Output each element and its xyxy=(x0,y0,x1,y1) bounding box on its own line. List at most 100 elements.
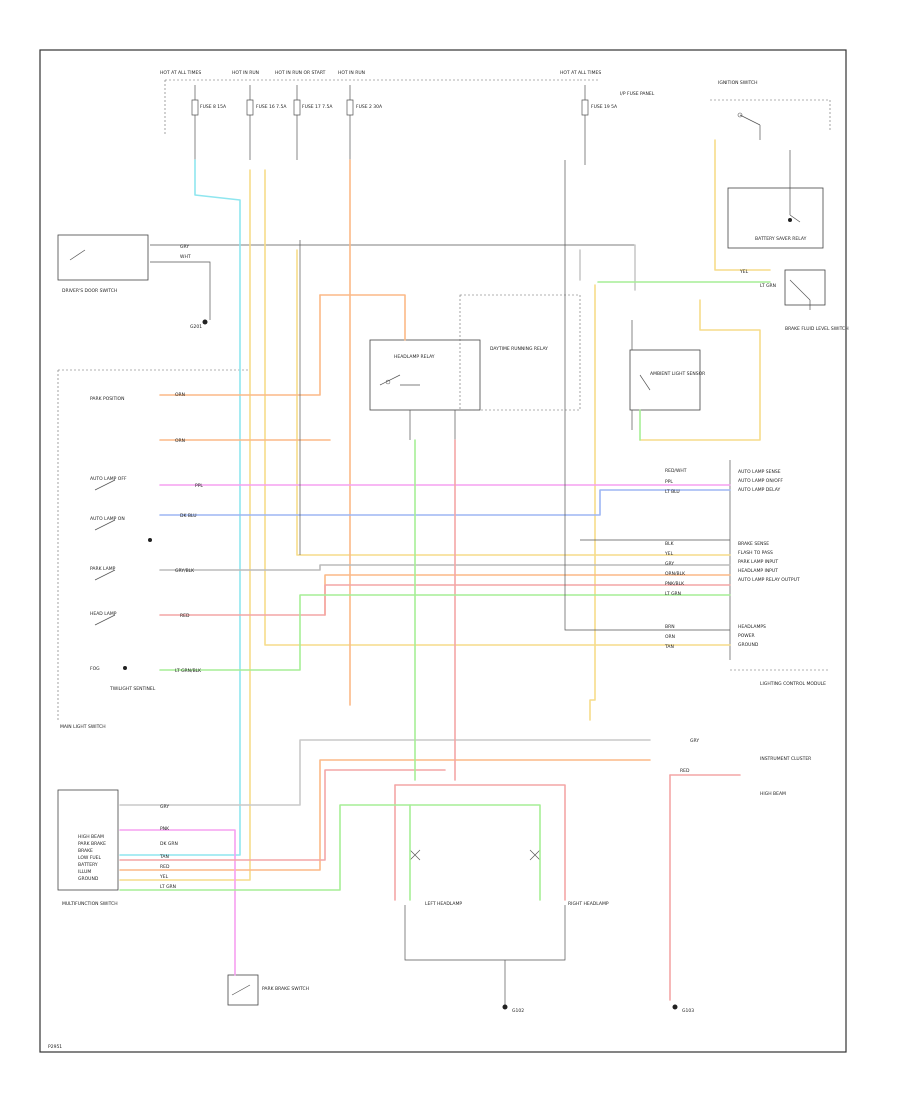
daytime-relay-label: DAYTIME RUNNING RELAY xyxy=(490,346,548,352)
svg-text:PPL: PPL xyxy=(665,479,673,485)
battery-saver-relay: BATTERY SAVER RELAY xyxy=(727,150,824,249)
multifunction-label: MULTIFUNCTION SWITCH xyxy=(62,901,118,907)
svg-text:BRN: BRN xyxy=(665,624,675,630)
wire-green-1 xyxy=(159,594,731,671)
diagram-frame xyxy=(39,49,847,1053)
hot-label-5: HOT AT ALL TIMES xyxy=(560,70,601,76)
wire-yellow-1 xyxy=(119,169,251,881)
svg-text:PARK BRAKE: PARK BRAKE xyxy=(78,841,106,847)
svg-text:PNK: PNK xyxy=(160,826,170,832)
svg-text:ORN: ORN xyxy=(175,392,185,398)
headlamp-relay-label: HEADLAMP RELAY xyxy=(394,354,435,360)
wire-light-blue xyxy=(119,159,241,856)
park-brake-label: PARK BRAKE SWITCH xyxy=(262,986,309,992)
svg-text:RED/WHT: RED/WHT xyxy=(665,468,687,474)
svg-text:YEL: YEL xyxy=(664,551,674,557)
wire-blue xyxy=(159,489,731,516)
ambient-sensor-label: AMBIENT LIGHT SENSOR xyxy=(650,371,705,377)
fuse-panel-label: I/P FUSE PANEL xyxy=(620,91,655,97)
svg-text:GRY: GRY xyxy=(160,804,169,810)
svg-text:AUTO LAMP ON/OFF: AUTO LAMP ON/OFF xyxy=(738,478,783,484)
twilight-sentinel-label: TWILIGHT SENTINEL xyxy=(109,686,156,692)
wire-orange-2 xyxy=(319,294,406,341)
wire-orange-6 xyxy=(119,759,651,871)
right-headlamp-label: RIGHT HEADLAMP xyxy=(568,901,609,907)
svg-text:DK BLU: DK BLU xyxy=(180,513,197,519)
svg-text:POWER: POWER xyxy=(738,633,755,639)
svg-text:AUTO LAMP DELAY: AUTO LAMP DELAY xyxy=(738,487,780,493)
svg-text:TAN: TAN xyxy=(159,854,169,860)
main-light-switch-label: MAIN LIGHT SWITCH xyxy=(60,724,106,730)
svg-text:YEL: YEL xyxy=(739,269,749,275)
svg-text:AUTO LAMP RELAY OUTPUT: AUTO LAMP RELAY OUTPUT xyxy=(738,577,800,583)
wire-yellow-6 xyxy=(589,284,596,721)
diagram-id: P2951 xyxy=(48,1044,62,1050)
svg-text:GRY: GRY xyxy=(690,738,699,744)
hot-label-3: HOT IN RUN OR START xyxy=(275,70,326,76)
fuse-2: FUSE 16 7.5A xyxy=(246,85,287,160)
fog-label: FOG xyxy=(90,666,100,672)
gnd-label-1: G201 xyxy=(190,324,202,330)
hot-label-1: HOT AT ALL TIMES xyxy=(160,70,201,76)
svg-text:LT GRN: LT GRN xyxy=(760,283,776,289)
svg-text:HEADLAMP INPUT: HEADLAMP INPUT xyxy=(738,568,778,574)
svg-text:GRY: GRY xyxy=(180,244,189,250)
svg-text:FUSE 17 7.5A: FUSE 17 7.5A xyxy=(302,104,333,110)
svg-text:FUSE 19 5A: FUSE 19 5A xyxy=(591,104,618,110)
wire-red-4 xyxy=(394,784,566,901)
svg-text:PPL: PPL xyxy=(195,483,203,489)
svg-text:YEL: YEL xyxy=(159,874,169,880)
svg-text:PARK LAMP INPUT: PARK LAMP INPUT xyxy=(738,559,778,565)
wire-yellow-5 xyxy=(639,299,761,441)
multifunction-switch: HIGH BEAM PARK BRAKE BRAKE LOW FUEL BATT… xyxy=(57,789,119,907)
svg-text:RED: RED xyxy=(180,613,190,619)
lighting-control-module: LIGHTING CONTROL MODULE AUTO LAMP SENSE … xyxy=(729,460,830,687)
svg-text:BATTERY: BATTERY xyxy=(78,862,98,868)
wire-orange-3 xyxy=(159,294,321,396)
svg-text:LT GRN: LT GRN xyxy=(160,884,176,890)
svg-text:GROUND: GROUND xyxy=(738,642,759,648)
hot-label-4: HOT IN RUN xyxy=(338,70,365,76)
svg-text:LT GRN/BLK: LT GRN/BLK xyxy=(175,668,202,674)
svg-text:TAN: TAN xyxy=(664,644,674,650)
wires xyxy=(119,139,771,1001)
brake-fluid-switch: BRAKE FLUID LEVEL SWITCH xyxy=(784,269,849,332)
svg-text:GRY/BLK: GRY/BLK xyxy=(175,568,195,574)
wire-green-3 xyxy=(119,804,541,901)
svg-text:ORN/BLK: ORN/BLK xyxy=(665,571,686,577)
svg-text:LT GRN: LT GRN xyxy=(665,591,681,597)
svg-text:FLASH TO PASS: FLASH TO PASS xyxy=(738,550,773,556)
svg-text:RED: RED xyxy=(680,768,690,774)
auto-lamp-on-label: AUTO LAMP ON xyxy=(90,516,125,522)
door-switch-label: DRIVER'S DOOR SWITCH xyxy=(62,288,117,294)
svg-text:FUSE 8 15A: FUSE 8 15A xyxy=(200,104,227,110)
gnd-label-3: G102 xyxy=(512,1008,524,1014)
svg-text:FUSE 2 30A: FUSE 2 30A xyxy=(356,104,383,110)
instrument-cluster-label: INSTRUMENT CLUSTER xyxy=(760,756,811,762)
svg-text:ORN: ORN xyxy=(665,634,675,640)
svg-text:AUTO LAMP SENSE: AUTO LAMP SENSE xyxy=(738,469,781,475)
fuse-4: FUSE 2 30A xyxy=(346,85,383,160)
hot-label-2: HOT IN RUN xyxy=(232,70,259,76)
ambient-light-sensor: AMBIENT LIGHT SENSOR xyxy=(629,320,705,430)
wire-yellow-3 xyxy=(296,249,731,556)
park-position-label: PARK POSITION xyxy=(90,396,124,402)
instrument-cluster-label-2: HIGH BEAM xyxy=(760,791,786,797)
svg-text:FUSE 16 7.5A: FUSE 16 7.5A xyxy=(256,104,287,110)
svg-text:GROUND: GROUND xyxy=(78,876,99,882)
wire-pink-2 xyxy=(119,829,236,976)
wire-yellow-4 xyxy=(714,139,771,271)
brake-fluid-label: BRAKE FLUID LEVEL SWITCH xyxy=(785,326,849,332)
park-lamp-label: PARK LAMP xyxy=(90,566,116,572)
svg-text:RED: RED xyxy=(160,864,170,870)
left-headlamp-label: LEFT HEADLAMP xyxy=(425,901,462,907)
instrument-cluster: INSTRUMENT CLUSTER HIGH BEAM xyxy=(760,756,811,797)
park-brake-switch: PARK BRAKE SWITCH xyxy=(227,974,309,1006)
door-switch: DRIVER'S DOOR SWITCH G201 xyxy=(57,234,635,330)
fuse-panel: HOT AT ALL TIMES HOT IN RUN HOT IN RUN O… xyxy=(160,70,655,165)
svg-text:ORN: ORN xyxy=(175,438,185,444)
battery-saver-relay-label: BATTERY SAVER RELAY xyxy=(755,236,807,242)
svg-text:GRY: GRY xyxy=(665,561,674,567)
wire-gray-1 xyxy=(159,564,731,571)
